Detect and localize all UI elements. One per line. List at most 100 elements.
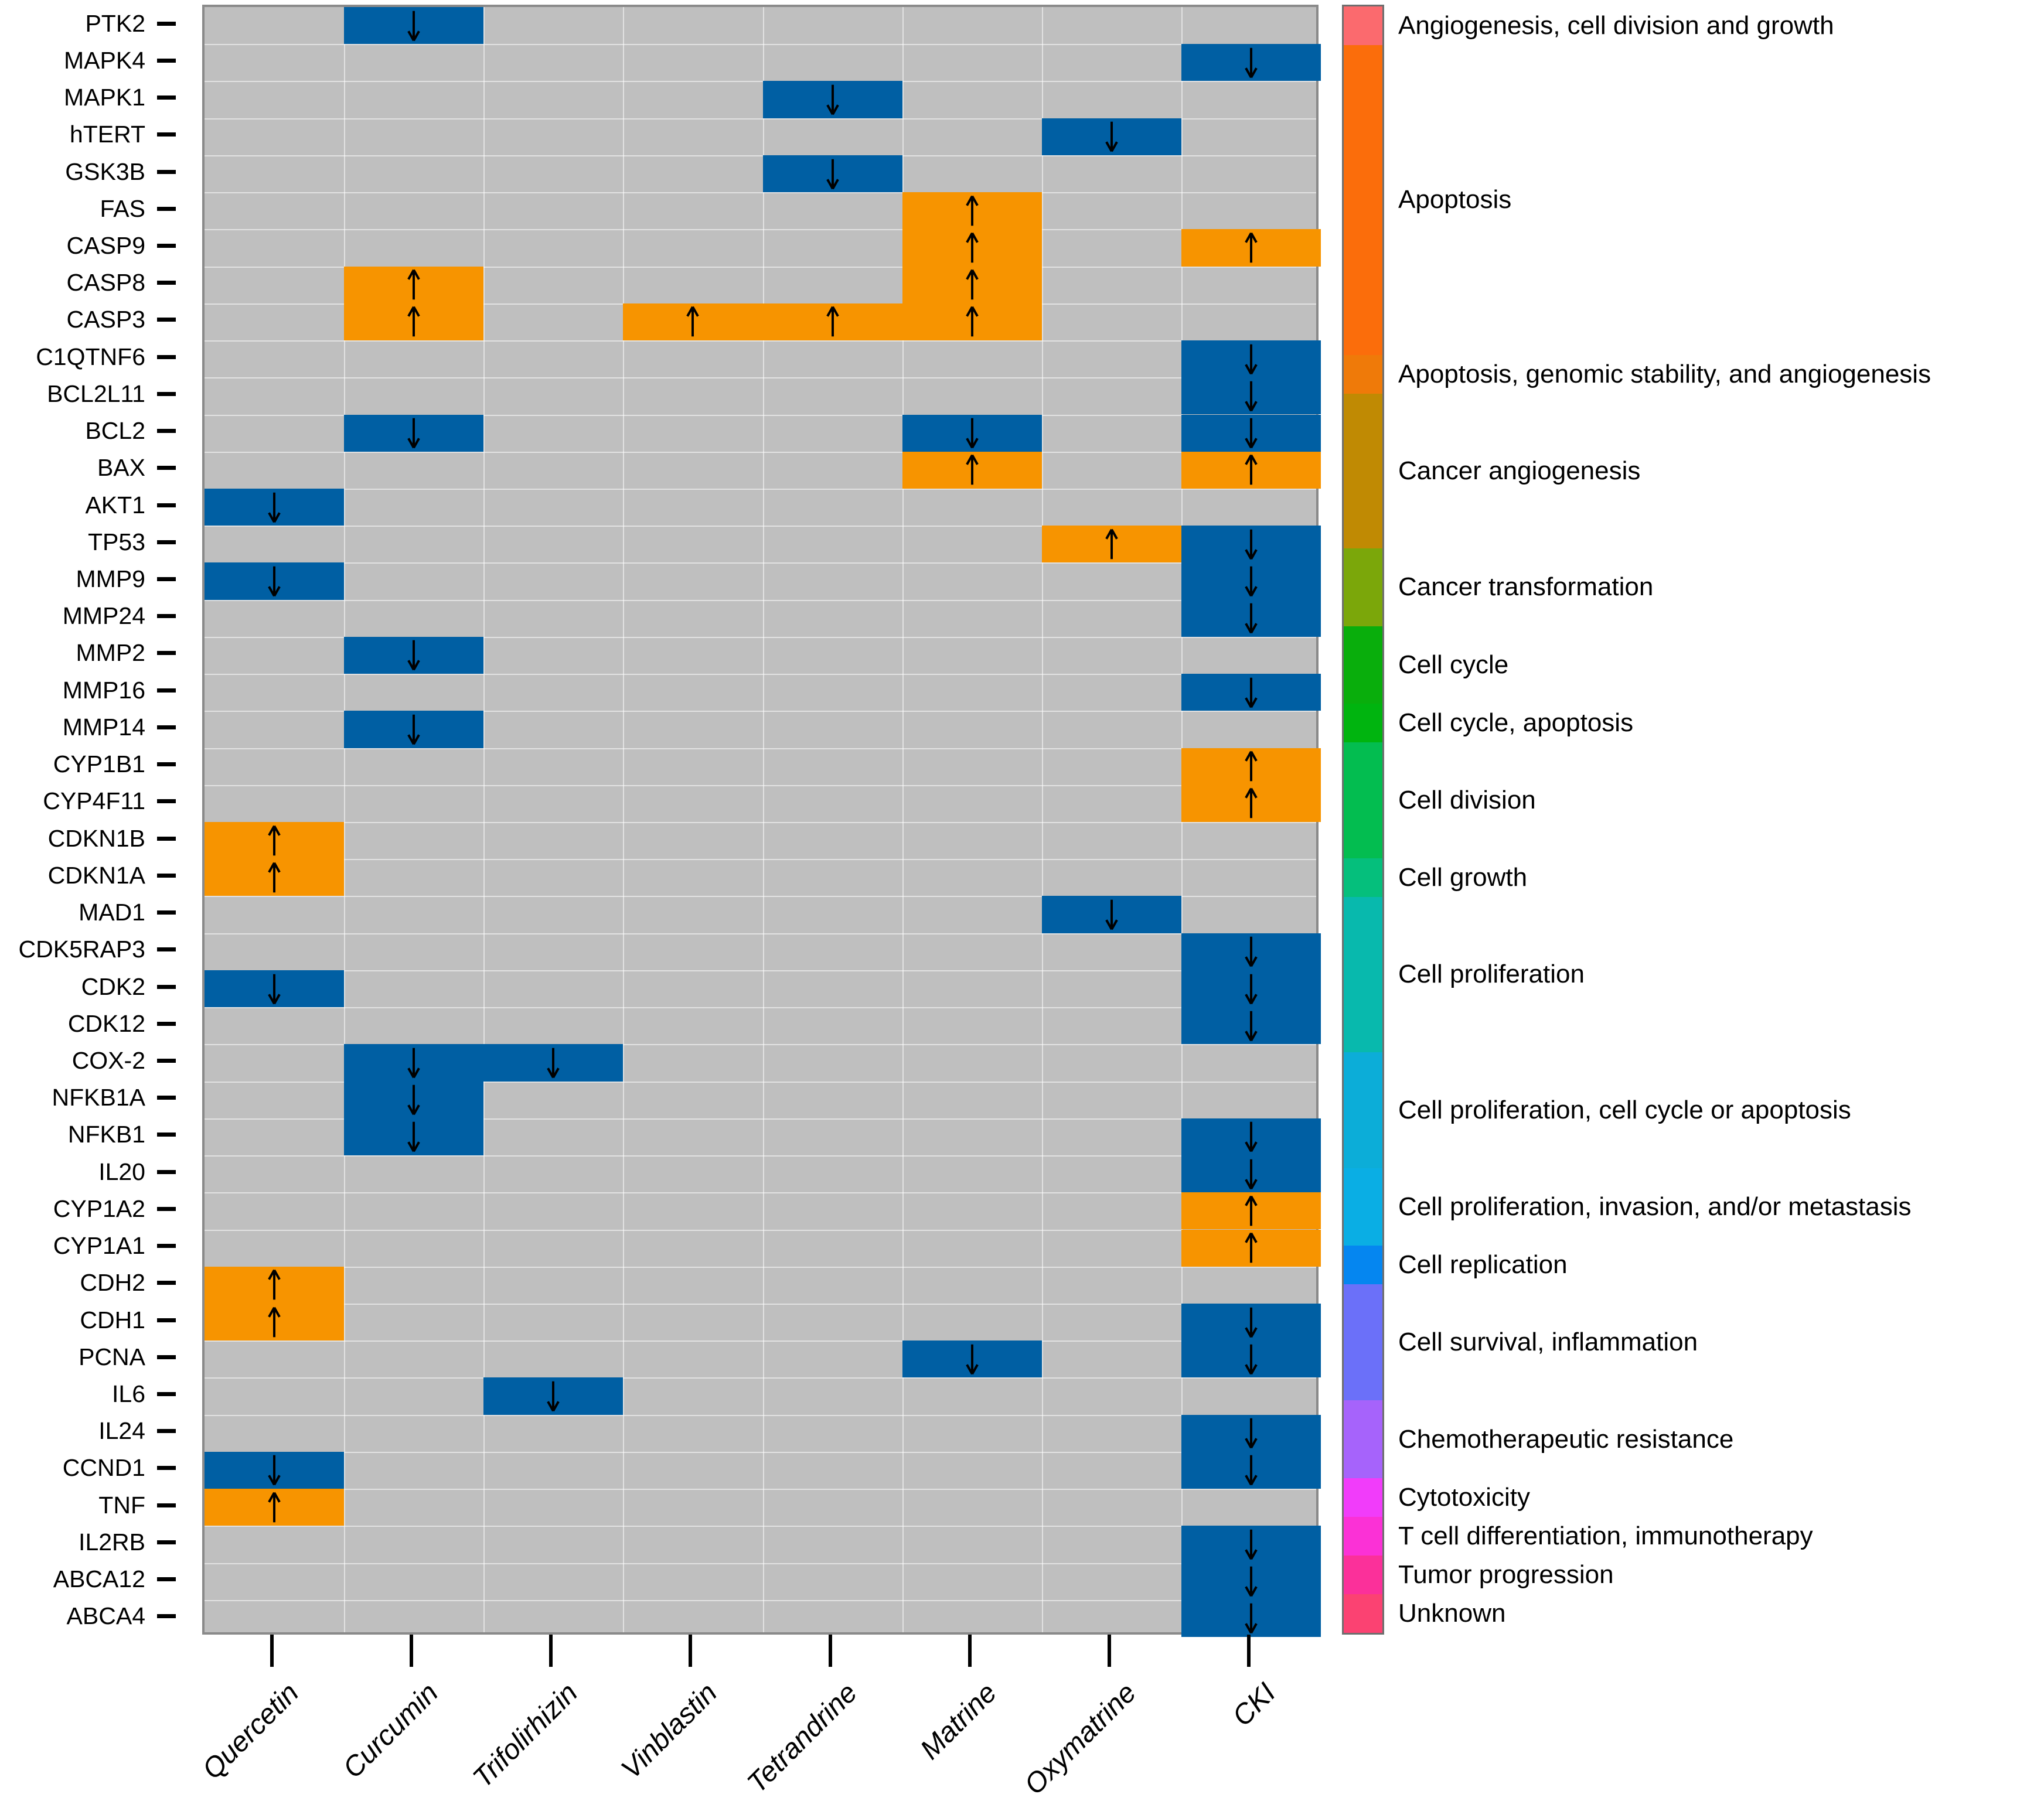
heatmap-cell-cox-2-trifolirhizin[interactable] [483, 1044, 624, 1082]
heatmap-cell-cdkn1a-quercetin[interactable] [205, 859, 345, 896]
grid-line-horizontal [205, 1563, 1316, 1564]
grid-line-vertical [483, 7, 485, 1632]
y-axis-tick [157, 799, 176, 804]
heatmap-cell-cyp1a2-cki[interactable] [1181, 1192, 1321, 1230]
heatmap-cell-pcna-cki[interactable] [1181, 1340, 1321, 1378]
heatmap-cell-bcl2l11-cki[interactable] [1181, 377, 1321, 415]
grid-line-horizontal [205, 192, 1316, 194]
grid-line-horizontal [205, 377, 1316, 379]
grid-line-horizontal [205, 1451, 1316, 1453]
heatmap-cell-mmp2-curcumin[interactable] [344, 636, 484, 674]
heatmap-cell-mapk1-tetrandrine[interactable] [762, 81, 902, 118]
heatmap-cell-cdk2-quercetin[interactable] [205, 970, 345, 1008]
x-axis-tick [410, 1635, 414, 1667]
y-axis-tick [157, 651, 176, 656]
heatmap-cell-casp8-matrine[interactable] [902, 266, 1042, 303]
heatmap-cell-bax-matrine[interactable] [902, 451, 1042, 489]
heatmap-cell-mmp24-cki[interactable] [1181, 599, 1321, 637]
y-axis-tick [157, 910, 176, 915]
heatmap-cell-cdh1-quercetin[interactable] [205, 1303, 345, 1341]
heatmap-cell-il20-cki[interactable] [1181, 1155, 1321, 1193]
y-axis-tick [157, 1058, 176, 1063]
heatmap-cell-abca12-cki[interactable] [1181, 1563, 1321, 1600]
heatmap-cell-htert-oxymatrine[interactable] [1041, 118, 1181, 155]
heatmap-cell-bcl2-cki[interactable] [1181, 414, 1321, 452]
x-axis-tick [828, 1635, 832, 1667]
y-axis-tick [157, 1281, 176, 1285]
y-axis-tick [157, 1096, 176, 1100]
heatmap-cell-casp9-matrine[interactable] [902, 229, 1042, 267]
heatmap-cell-cdh2-quercetin[interactable] [205, 1266, 345, 1304]
heatmap-cell-fas-matrine[interactable] [902, 192, 1042, 230]
y-axis-tick [157, 577, 176, 582]
heatmap-cell-cdk5rap3-cki[interactable] [1181, 933, 1321, 970]
grid-line-horizontal [205, 1599, 1316, 1601]
heatmap-cell-cyp4f11-cki[interactable] [1181, 784, 1321, 822]
grid-line-horizontal [205, 229, 1316, 231]
heatmap-cell-ccnd1-quercetin[interactable] [205, 1451, 345, 1489]
heatmap-cell-bcl2-curcumin[interactable] [344, 414, 484, 452]
heatmap-cell-akt1-quercetin[interactable] [205, 488, 345, 526]
heatmap-cell-cyp1a1-cki[interactable] [1181, 1229, 1321, 1267]
heatmap-cell-ptk2-curcumin[interactable] [344, 7, 484, 45]
heatmap-cell-nfkb1-curcumin[interactable] [344, 1118, 484, 1156]
heatmap-cell-mmp9-cki[interactable] [1181, 562, 1321, 600]
grid-line-horizontal [205, 1229, 1316, 1231]
heatmap-cell-nfkb1-cki[interactable] [1181, 1118, 1321, 1156]
heatmap-cell-cdkn1b-quercetin[interactable] [205, 822, 345, 859]
y-axis-tick [157, 1614, 176, 1619]
heatmap-plot-area [202, 5, 1321, 1637]
heatmap-cell-casp3-vinblastin[interactable] [623, 303, 763, 341]
heatmap-cell-il24-cki[interactable] [1181, 1414, 1321, 1452]
heatmap-cell-mmp16-cki[interactable] [1181, 674, 1321, 711]
heatmap-cell-tnf-quercetin[interactable] [205, 1489, 345, 1526]
y-axis-tick [157, 1244, 176, 1249]
heatmap-cell-il6-trifolirhizin[interactable] [483, 1377, 624, 1415]
heatmap-cell-bcl2-matrine[interactable] [902, 414, 1042, 452]
x-axis-label-trifolirhizin: Trifolirhizin [467, 1677, 584, 1794]
heatmap-cell-abca4-cki[interactable] [1181, 1599, 1321, 1637]
y-axis-tick [157, 354, 176, 359]
legend-color-segment [1344, 1400, 1382, 1478]
heatmap-cell-mmp9-quercetin[interactable] [205, 562, 345, 600]
heatmap-cell-mad1-oxymatrine[interactable] [1041, 896, 1181, 933]
x-axis-tick [1246, 1635, 1251, 1667]
heatmap-cell-ccnd1-cki[interactable] [1181, 1451, 1321, 1489]
heatmap-cell-cdk12-cki[interactable] [1181, 1007, 1321, 1045]
heatmap-cell-cox-2-curcumin[interactable] [344, 1044, 484, 1082]
heatmap-cell-gsk3b-tetrandrine[interactable] [762, 155, 902, 193]
heatmap-cell-casp8-curcumin[interactable] [344, 266, 484, 303]
heatmap-cell-cyp1b1-cki[interactable] [1181, 748, 1321, 785]
grid-line-vertical [902, 7, 904, 1632]
heatmap-cell-casp3-tetrandrine[interactable] [762, 303, 902, 341]
grid-line-horizontal [205, 562, 1316, 564]
x-axis-label-cki: CKI [1227, 1677, 1282, 1732]
y-axis-tick [157, 503, 176, 507]
grid-line-horizontal [205, 451, 1316, 453]
heatmap-cell-bax-cki[interactable] [1181, 451, 1321, 489]
heatmap-cell-mmp14-curcumin[interactable] [344, 711, 484, 748]
heatmap-cell-casp3-curcumin[interactable] [344, 303, 484, 341]
heatmap-cell-tp53-oxymatrine[interactable] [1041, 526, 1181, 563]
heatmap-cell-casp3-matrine[interactable] [902, 303, 1042, 341]
heatmap-cell-mapk4-cki[interactable] [1181, 44, 1321, 81]
y-axis-tick [157, 1577, 176, 1582]
heatmap-cell-casp9-cki[interactable] [1181, 229, 1321, 267]
heatmap-cell-il2rb-cki[interactable] [1181, 1526, 1321, 1563]
grid-line-horizontal [205, 711, 1316, 712]
grid-line-horizontal [205, 488, 1316, 490]
heatmap-cell-cdk2-cki[interactable] [1181, 970, 1321, 1008]
heatmap-cell-cdh1-cki[interactable] [1181, 1303, 1321, 1341]
x-axis-tick [549, 1635, 553, 1667]
grid-line-horizontal [205, 784, 1316, 786]
grid-line-horizontal [205, 1489, 1316, 1490]
heatmap-cell-tp53-cki[interactable] [1181, 526, 1321, 563]
y-axis-tick [157, 169, 176, 174]
heatmap-cell-pcna-matrine[interactable] [902, 1340, 1042, 1378]
heatmap-cell-c1qtnf6-cki[interactable] [1181, 340, 1321, 378]
heatmap-cell-nfkb1a-curcumin[interactable] [344, 1081, 484, 1118]
y-axis-tick [157, 1133, 176, 1137]
grid-line-horizontal [205, 155, 1316, 156]
grid-line-horizontal [205, 599, 1316, 601]
